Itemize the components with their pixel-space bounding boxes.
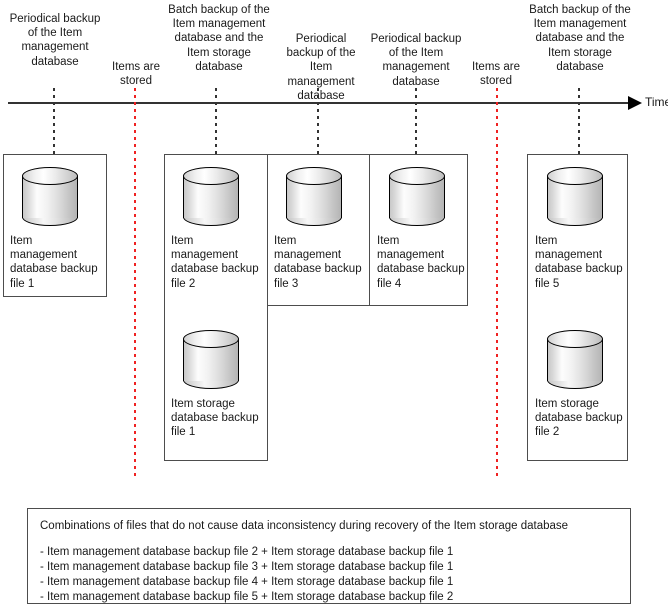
event-marker-batch-backup-1 [215, 88, 217, 161]
database-cylinder-icon [183, 167, 239, 226]
database-cylinder-icon [389, 167, 445, 226]
event-marker-items-stored-1 [134, 88, 136, 476]
event-marker-batch-backup-2 [578, 88, 580, 161]
legend-item: - Item management database backup file 5… [40, 591, 454, 603]
event-marker-periodical-backup-3 [415, 88, 417, 161]
backup-file-label: Item management database backup file 1 [10, 235, 98, 290]
backup-file-label: Item storage database backup file 2 [535, 398, 623, 439]
cylinder-top [22, 167, 78, 185]
backup-file-label: Item management database backup file 5 [535, 235, 623, 290]
time-axis-arrow-icon [628, 96, 642, 110]
event-label-items-stored-2: Items are stored [472, 61, 520, 88]
cylinder-top [183, 167, 239, 185]
legend-item: - Item management database backup file 3… [40, 561, 454, 573]
event-marker-items-stored-2 [496, 88, 498, 476]
backup-file-item-management-5[interactable]: Item management database backup file 5 [535, 167, 625, 291]
event-marker-periodical-backup-1 [53, 88, 55, 161]
backup-file-item-management-4[interactable]: Item management database backup file 4 [377, 167, 467, 291]
database-cylinder-icon [22, 167, 78, 226]
database-cylinder-icon [286, 167, 342, 226]
backup-group-box-4 [369, 154, 468, 306]
time-axis-line [8, 102, 630, 104]
cylinder-body [389, 176, 445, 218]
database-cylinder-icon [547, 167, 603, 226]
database-cylinder-icon [547, 330, 603, 389]
backup-file-label: Item storage database backup file 1 [171, 398, 259, 439]
cylinder-top [547, 167, 603, 185]
event-label-items-stored-1: Items are stored [112, 61, 160, 88]
event-label-periodical-backup-1: Periodical backup of the Item management… [9, 13, 101, 68]
backup-file-item-management-2[interactable]: Item management database backup file 2 [171, 167, 261, 291]
legend-item: - Item management database backup file 2… [40, 546, 454, 558]
backup-file-label: Item management database backup file 4 [377, 235, 465, 290]
event-marker-periodical-backup-2 [317, 88, 319, 161]
legend-item: - Item management database backup file 4… [40, 576, 454, 588]
legend-title: Combinations of files that do not cause … [40, 520, 569, 532]
database-cylinder-icon [183, 330, 239, 389]
backup-file-item-storage-2[interactable]: Item storage database backup file 2 [535, 330, 627, 440]
event-label-periodical-backup-3: Periodical backup of the Item management… [370, 33, 462, 88]
event-label-periodical-backup-2: Periodical backup of the Item management… [286, 33, 356, 102]
cylinder-top [389, 167, 445, 185]
legend-list: - Item management database backup file 2… [40, 545, 618, 605]
backup-file-label: Item management database backup file 2 [171, 235, 259, 290]
backup-file-item-management-1[interactable]: Item management database backup file 1 [10, 167, 100, 291]
cylinder-top [286, 167, 342, 185]
cylinder-top [547, 330, 603, 348]
event-label-batch-backup-1: Batch backup of the Item management data… [168, 4, 270, 73]
backup-file-item-management-3[interactable]: Item management database backup file 3 [274, 167, 364, 291]
legend-box: Combinations of files that do not cause … [27, 508, 631, 604]
time-axis-label: Time [645, 95, 668, 109]
backup-file-label: Item management database backup file 3 [274, 235, 362, 290]
cylinder-body [183, 339, 239, 381]
event-label-batch-backup-2: Batch backup of the Item management data… [529, 4, 631, 73]
cylinder-top [183, 330, 239, 348]
backup-group-box-5 [527, 154, 628, 461]
backup-file-item-storage-1[interactable]: Item storage database backup file 1 [171, 330, 263, 440]
